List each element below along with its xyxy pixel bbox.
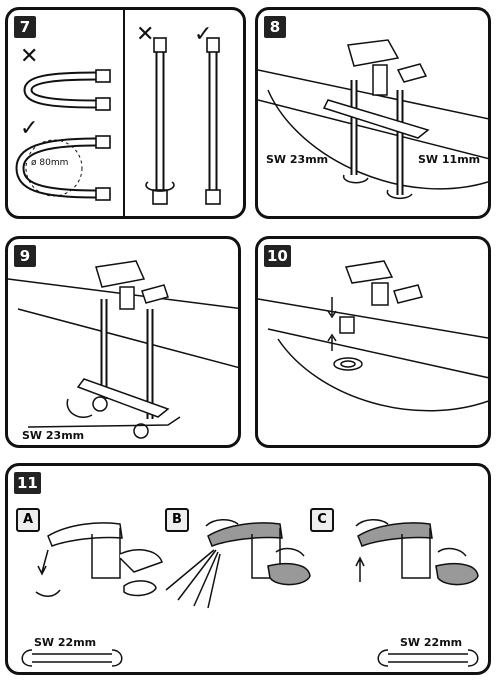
step-7-panel: 7 ✕ ✓ ✕ ✓ ø 80mm [5, 7, 246, 219]
valve-connection-illustration [8, 260, 238, 439]
wrench-size-label: SW 11mm [418, 153, 481, 166]
step-7-divider [123, 10, 125, 216]
step-8-number: 8 [264, 16, 286, 38]
wrench-size-label: SW 22mm [34, 636, 97, 649]
step-9-panel: 9 SW 23mm [5, 236, 241, 448]
step-7-number: 7 [14, 16, 36, 38]
wrench-size-label: SW 23mm [22, 429, 85, 442]
hose-illustration [15, 37, 221, 205]
drain-installation-illustration [258, 260, 488, 412]
step-11-number: 11 [14, 472, 41, 494]
bend-diameter-label: ø 80mm [31, 158, 69, 168]
step-9-number: 9 [14, 245, 36, 267]
aerator-illustration [21, 519, 479, 667]
step-10-number: 10 [264, 245, 291, 267]
step-8-panel: 8 SW 23mm SW 11mm [255, 7, 491, 219]
check-icon: ✓ [20, 116, 39, 141]
cross-icon: ✕ [20, 44, 39, 69]
wrench-size-label: SW 23mm [266, 153, 329, 166]
step-11-panel: 11 A B C [5, 463, 491, 675]
substep-a-label: A [16, 508, 40, 532]
faucet-installation-illustration [258, 39, 488, 200]
cross-icon: ✕ [136, 22, 155, 47]
substep-b-label: B [165, 508, 189, 532]
substep-c-label: C [310, 508, 334, 532]
step-10-panel: 10 [255, 236, 491, 448]
wrench-size-label: SW 22mm [400, 636, 463, 649]
